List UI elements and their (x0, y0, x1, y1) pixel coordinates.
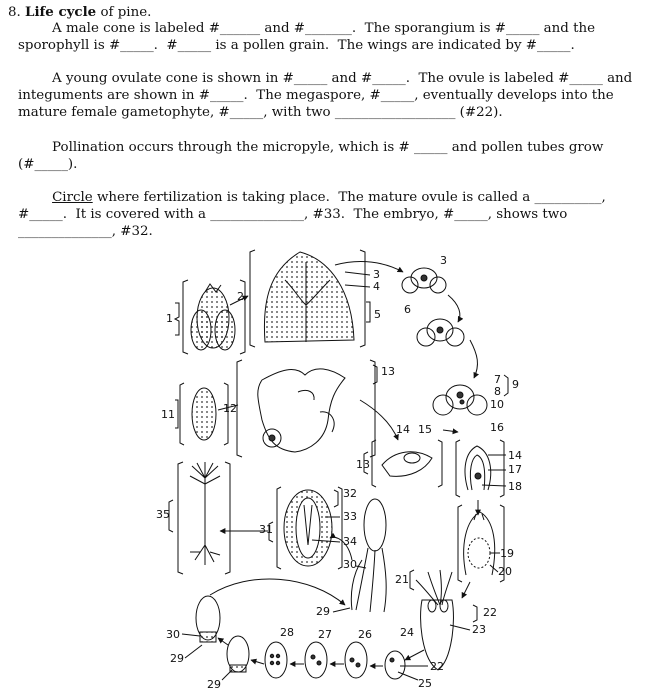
label-14-scale: 14 (396, 423, 410, 436)
male-cone-cluster-illustration (173, 279, 246, 355)
label-31: 31 (259, 523, 273, 536)
label-8: 8 (494, 385, 501, 398)
paragraph-2-line-1: A young ovulate cone is shown in #_____ … (18, 71, 633, 86)
mature-pollen-illustration (432, 384, 488, 416)
ovulate-cone-illustration (175, 382, 229, 446)
suspensor-embryo-illustration (350, 498, 387, 613)
label-16: 16 (490, 421, 504, 434)
paragraph-2-line-3: mature female gametophyte, #_____, with … (18, 105, 503, 120)
label-2: 2 (237, 290, 244, 303)
label-29-suspensor: 29 (316, 605, 330, 618)
paragraph-4-line-3: ______________, #32. (18, 224, 153, 239)
label-34: 34 (343, 535, 357, 548)
question-heading: 8. Life cycle of pine. (8, 4, 151, 21)
label-10: 10 (490, 398, 504, 411)
question-number: 8. (8, 5, 21, 20)
label-27: 27 (318, 628, 332, 641)
label-13-scale: 13 (356, 458, 370, 471)
label-23: 23 (472, 623, 486, 636)
label-12: 12 (223, 402, 237, 415)
label-20: 20 (498, 565, 512, 578)
paragraph-4-line-2: #_____. It is covered with a ___________… (18, 207, 568, 222)
label-3-pollen: 3 (440, 254, 447, 267)
ovule-illustration (455, 439, 505, 498)
label-17: 17 (508, 463, 522, 476)
ovulate-cone-section-illustration (236, 359, 376, 458)
label-25: 25 (418, 677, 432, 690)
label-22-fert: 22 (483, 606, 497, 619)
label-30-suspensor: 30 (343, 558, 357, 571)
label-24: 24 (400, 626, 414, 639)
paragraph-2-line-2: integuments are shown in #_____. The meg… (18, 88, 614, 103)
paragraph-3-line-1: Pollination occurs through the micropyle… (18, 140, 604, 155)
label-32: 32 (343, 487, 357, 500)
label-6: 6 (404, 303, 411, 316)
label-15: 15 (418, 423, 432, 436)
label-14-ovule: 14 (508, 449, 522, 462)
label-26: 26 (358, 628, 372, 641)
embryo-development-illustration (195, 595, 406, 680)
label-1: 1 (166, 312, 173, 325)
label-21: 21 (395, 573, 409, 586)
label-35: 35 (156, 508, 170, 521)
label-29-embryo: 29 (170, 652, 184, 665)
seed-illustration (276, 486, 343, 570)
male-cone-section-illustration (249, 249, 366, 348)
fertilization-illustration (415, 569, 454, 671)
ovuliferous-scale-illustration (371, 439, 443, 488)
paragraph-1-line-2: sporophyll is #_____. #_____ is a pollen… (18, 38, 575, 53)
label-13-section: 13 (381, 365, 395, 378)
label-3-cone: 3 (373, 268, 380, 281)
label-18: 18 (508, 480, 522, 493)
heading-rest: of pine. (96, 5, 152, 20)
label-22-embryo: 22 (430, 660, 444, 673)
label-29-bottom: 29 (207, 678, 221, 691)
paragraph-4-line-1: Circle where fertilization is taking pla… (52, 190, 606, 205)
label-7: 7 (494, 373, 501, 386)
label-19: 19 (500, 547, 514, 560)
paragraph-3-line-2: (#_____). (18, 157, 78, 172)
paragraph-1-line-1: A male cone is labeled #______ and #____… (18, 21, 596, 36)
pollen-development-illustration (401, 267, 465, 347)
circle-keyword: Circle (52, 190, 93, 205)
label-33: 33 (343, 510, 357, 523)
label-9: 9 (512, 378, 519, 391)
heading-bold-term: Life cycle (25, 4, 97, 20)
label-5: 5 (374, 308, 381, 321)
label-30-embryo: 30 (166, 628, 180, 641)
label-4: 4 (373, 280, 380, 293)
label-28: 28 (280, 626, 294, 639)
seedling-illustration (177, 461, 231, 575)
label-11: 11 (161, 408, 175, 421)
